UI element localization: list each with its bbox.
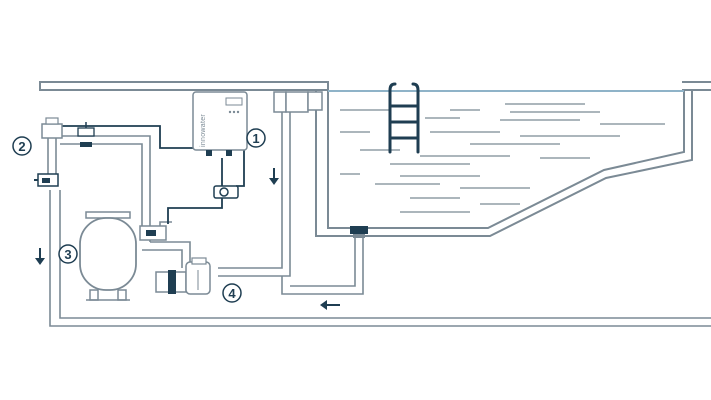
control-wiring [62, 125, 245, 224]
control-unit: innowater [192, 91, 248, 156]
pool-basin [315, 90, 693, 237]
svg-text:2: 2 [18, 139, 25, 154]
callout-4: 4 [222, 283, 242, 303]
pool-ladder [388, 82, 420, 154]
pump [155, 257, 211, 295]
callout-1: 1 [246, 128, 266, 148]
skimmer [273, 91, 323, 113]
main-drain [350, 226, 368, 238]
callout-2: 2 [12, 136, 32, 156]
arrow-left-icon [320, 300, 340, 310]
deck-line [39, 81, 711, 91]
brand-label: innowater [200, 114, 207, 147]
piping [47, 112, 711, 327]
arrow-down-icon [35, 248, 45, 265]
callout-3: 3 [58, 244, 78, 264]
filter-tank [79, 211, 167, 301]
arrow-down-icon [269, 168, 279, 185]
svg-text:1: 1 [252, 131, 259, 146]
sensor-cell [213, 185, 239, 199]
valve-assembly [34, 117, 95, 187]
svg-text:3: 3 [64, 247, 71, 262]
water-ripples [340, 103, 665, 213]
svg-text:4: 4 [228, 286, 236, 301]
